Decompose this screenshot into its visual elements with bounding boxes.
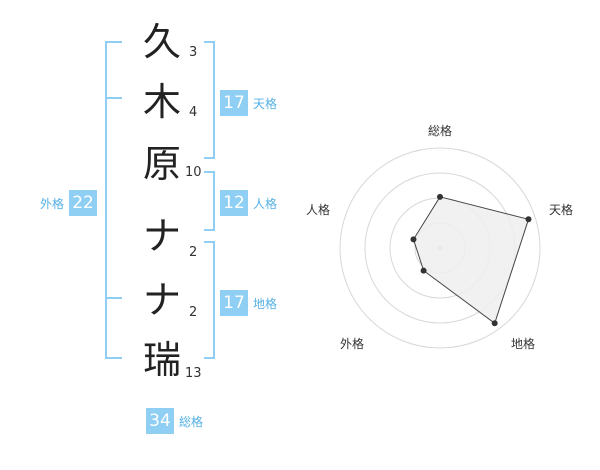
jinkaku-label: 人格	[253, 196, 278, 211]
stroke-count-2: 4	[189, 105, 198, 120]
tenkaku-bracket	[204, 41, 215, 159]
radar-value-polygon	[412, 196, 530, 325]
radar-point-2	[525, 216, 532, 223]
soukaku-badge: 34 総格	[146, 408, 203, 434]
chikaku-value: 17	[220, 290, 248, 316]
stroke-count-1: 3	[189, 45, 198, 60]
chikaku-bracket	[204, 241, 215, 359]
radar-axis-label-chikaku: 地格	[511, 337, 536, 351]
soukaku-value: 34	[146, 408, 174, 434]
jinkaku-bracket	[204, 171, 215, 231]
radar-point-4	[420, 267, 427, 274]
chikaku-label: 地格	[253, 296, 278, 311]
soukaku-label: 総格	[179, 414, 204, 429]
radar-axis-label-soukaku: 総格	[428, 124, 453, 138]
gaikaku-bracket	[105, 41, 122, 359]
stroke-count-4: 2	[189, 245, 198, 260]
gaikaku-badge: 外格 22	[40, 190, 98, 216]
stroke-count-6: 13	[185, 366, 202, 381]
name-char-5: ナ	[142, 278, 181, 322]
tenkaku-value: 17	[220, 90, 248, 116]
jinkaku-badge: 12 人格	[220, 190, 277, 216]
name-char-4: ナ	[142, 214, 181, 258]
radar-axis-label-gaikaku: 外格	[340, 337, 365, 351]
tenkaku-label: 天格	[253, 96, 278, 111]
chikaku-badge: 17 地格	[220, 290, 277, 316]
stroke-count-3: 10	[185, 165, 202, 180]
radar-point-5	[410, 236, 417, 243]
name-char-1: 久	[142, 20, 181, 64]
radar-point-3	[491, 320, 498, 327]
name-char-3: 原	[142, 142, 181, 186]
stroke-count-5: 2	[189, 305, 198, 320]
radar-point-1	[437, 193, 443, 200]
gaikaku-label: 外格	[40, 196, 65, 211]
name-char-6: 瑞	[142, 338, 181, 382]
radar-axis-label-jinkaku: 人格	[306, 203, 331, 217]
name-char-2: 木	[142, 80, 181, 124]
tenkaku-badge: 17 天格	[220, 90, 277, 116]
radar-axis-label-tenkaku: 天格	[549, 203, 574, 217]
jinkaku-value: 12	[220, 190, 248, 216]
gaikaku-value: 22	[69, 190, 98, 216]
radar-grid-ring	[339, 147, 541, 349]
radar-chart	[339, 147, 541, 349]
